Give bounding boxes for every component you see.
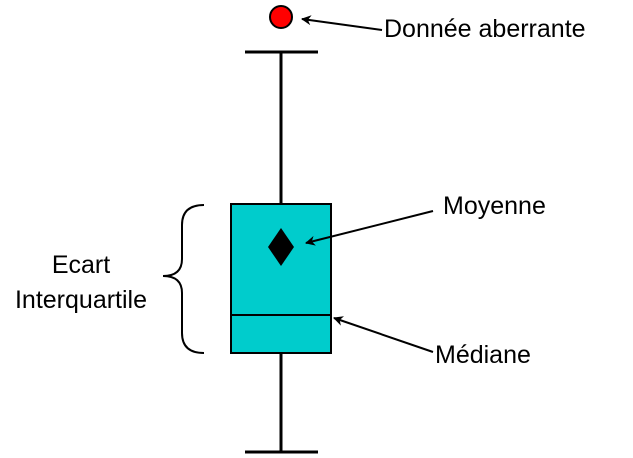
iqr-label: Ecart Interquartile: [0, 248, 162, 318]
mean-arrow: [305, 210, 434, 246]
median-label: Médiane: [435, 341, 531, 369]
mean-label: Moyenne: [443, 192, 546, 220]
iqr-label-line1: Ecart: [51, 251, 111, 279]
iqr-brace: [162, 204, 205, 354]
iqr-label-line2: Interquartile: [14, 286, 148, 314]
median-arrow: [333, 316, 434, 353]
outlier-label: Donnée aberrante: [384, 15, 586, 43]
interquartile-box: [230, 203, 332, 354]
mean-marker: [268, 228, 294, 266]
outlier-arrow: [301, 15, 383, 31]
outlier-point: [269, 5, 293, 29]
